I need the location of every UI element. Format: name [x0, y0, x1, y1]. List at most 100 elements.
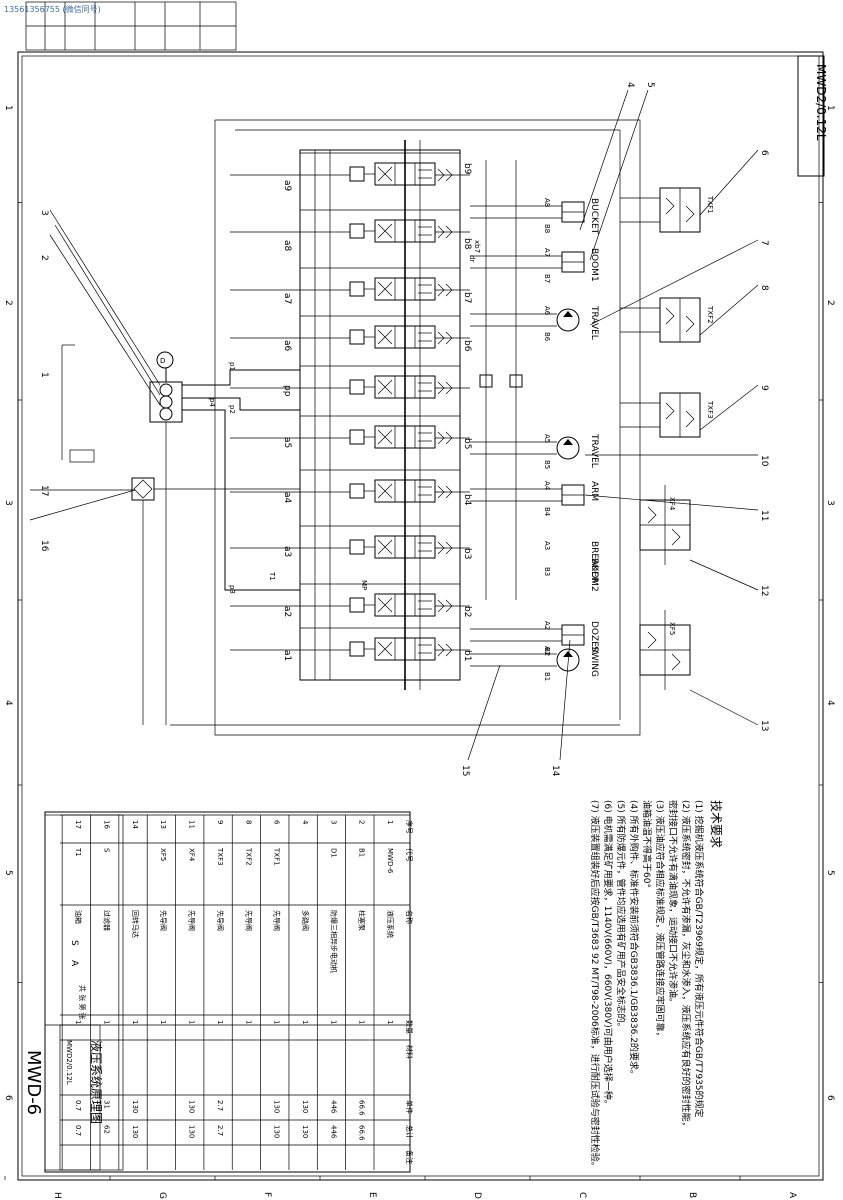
parts-row-7-name: 先导阀 — [216, 910, 225, 931]
tech-note-7: (5) 所有防爆元件，管件均应选用有矿用产品安全标志的。 — [615, 800, 627, 1032]
parts-row-6-name: 先导阀 — [244, 910, 253, 931]
grid-col-left-5: 5 — [3, 870, 13, 876]
actuator-port-B7: B7 — [543, 274, 551, 283]
port-labels: a9a8a7a6ppa5a4a3a2a1b9b8b7b6b5b4b3b2b1p1… — [208, 163, 481, 661]
tech-title: 技术要求 — [709, 800, 723, 848]
valve-section-4 — [230, 315, 470, 349]
parts-row-10-unit: 130 — [131, 1100, 139, 1113]
valve-section-6 — [230, 415, 470, 449]
technical-requirements: 技术要求 (1) 挖掘机液压系统符合GB/T23969规定，所有液压元件符合GB… — [589, 800, 723, 1171]
tech-note-1: (1) 挖掘机液压系统符合GB/T23969规定，所有液压元件符合GB/T793… — [693, 800, 705, 1118]
actuator-port-B4: B4 — [543, 507, 551, 517]
grid-row-G: G — [157, 1192, 167, 1199]
parts-row-11-code: S — [103, 848, 111, 853]
parts-row-12-total: 0.7 — [74, 1125, 82, 1136]
port-b2: b2 — [462, 606, 472, 617]
parts-row-4-qty: 1 — [301, 1020, 309, 1024]
parts-row-7-total: 2.7 — [216, 1125, 224, 1136]
grid-row-A: A — [787, 1192, 797, 1199]
port-a2: a2 — [282, 606, 292, 617]
parts-row-2-no: 2 — [358, 820, 366, 824]
callout-leaders — [467, 89, 759, 761]
pump-port-p4: p4 — [208, 398, 216, 407]
valve-section-9 — [230, 583, 470, 617]
parts-row-4-total: 130 — [301, 1125, 309, 1138]
pilot-frame-line — [214, 119, 641, 736]
parts-row-7-qty: 1 — [216, 1020, 224, 1024]
parts-row-3-code: D1 — [329, 848, 337, 858]
actuator-name-2: BOOM1 — [589, 248, 599, 282]
parts-row-2-name: 柱塞泵 — [358, 910, 367, 931]
parts-row-10-name: 回转马达 — [131, 910, 140, 938]
parts-row-7-code: TXF3 — [216, 847, 224, 866]
actuator-port-B3: B3 — [543, 567, 551, 576]
port-b9: b9 — [462, 163, 472, 175]
grid-row-H: H — [52, 1192, 62, 1199]
parts-row-9-no: 13 — [159, 820, 167, 829]
grid-col-left-1: 1 — [3, 105, 13, 111]
parts-row-9-name: 先导阀 — [159, 910, 168, 931]
actuator-port-B5: B5 — [543, 460, 551, 469]
port-a6: a6 — [282, 340, 292, 352]
port-b6: b6 — [462, 340, 472, 352]
parts-row-8-code: XF4 — [188, 848, 196, 862]
grid-col-left-6: 6 — [3, 1095, 13, 1101]
drawing-title: 液压系统原理图 — [89, 1040, 104, 1124]
pump-port-p2: p2 — [228, 405, 236, 414]
parts-header-1: 序号 — [405, 820, 414, 834]
pump-port-T1: T1 — [268, 571, 276, 581]
actuator-port-A8: A8 — [543, 198, 551, 207]
parts-row-3-name: 防爆三相异步电动机 — [329, 910, 338, 973]
grid-row-D: D — [472, 1192, 482, 1199]
actuator-port-B8: B8 — [543, 224, 551, 233]
parts-row-11-unit: 31 — [103, 1100, 111, 1109]
parts-row-1-qty: 1 — [386, 1020, 394, 1024]
port-a1: a1 — [282, 650, 292, 661]
parts-header-3: 名称 — [405, 910, 414, 924]
actuator-port-A1: A1 — [543, 646, 551, 655]
actuator-7: BOOM2 — [589, 558, 599, 592]
parts-row-10-no: 14 — [131, 820, 139, 829]
callout-11: 11 — [759, 510, 769, 521]
parts-row-1-no: 1 — [386, 820, 394, 824]
multiway-valve-body — [299, 149, 461, 681]
port-a8: a8 — [282, 240, 292, 252]
parts-row-3-total: 446 — [329, 1125, 337, 1139]
motor-symbol — [156, 351, 174, 369]
parts-row-1-code: MWD-6 — [386, 848, 394, 874]
pilot-valve-label-XF5: XF5 — [668, 622, 676, 635]
tech-note-5: 油箱油温不得高于60° — [641, 800, 653, 888]
parts-row-10-total: 130 — [131, 1125, 139, 1138]
valve-section-10 — [230, 627, 470, 661]
parts-row-1-name: 液压系统 — [386, 910, 395, 938]
tech-note-4: (3) 液压油应符合相应标准规定，液压管路连接应牢固可靠， — [654, 800, 666, 1041]
parts-row-12-unit: 0.7 — [74, 1100, 82, 1111]
callout-12: 12 — [759, 585, 769, 596]
parts-row-8-no: 11 — [188, 820, 196, 829]
pump-motor-group: D — [49, 209, 300, 725]
tank-symbol — [69, 449, 95, 463]
parts-row-6-code: TXF2 — [244, 847, 252, 866]
pump-port-MP: MP — [360, 580, 368, 590]
parts-header-2: 代号 — [405, 848, 414, 862]
actuator-name-5: ARM — [589, 481, 599, 501]
actuator-name-8: DOZER — [589, 621, 599, 653]
actuator-name-6: BREAKER — [589, 541, 599, 583]
actuator-name-1: BUCKET — [589, 198, 599, 235]
parts-row-10-qty: 1 — [131, 1020, 139, 1024]
port-b5: b5 — [462, 438, 472, 449]
pump-symbol-2 — [159, 395, 173, 409]
tech-note-3: 密封接口不允许有滴油现象，运动接口不允许渗油。 — [667, 800, 679, 1007]
valve-section-1 — [230, 152, 470, 186]
title-block: 液压系统原理图 MWD2/0.12L MWD-6 S A 共 张 第 张 — [23, 814, 124, 1171]
parts-row-5-total: 130 — [273, 1125, 281, 1138]
callout-2: 2 — [39, 255, 49, 261]
pump-symbol-1 — [159, 383, 173, 397]
